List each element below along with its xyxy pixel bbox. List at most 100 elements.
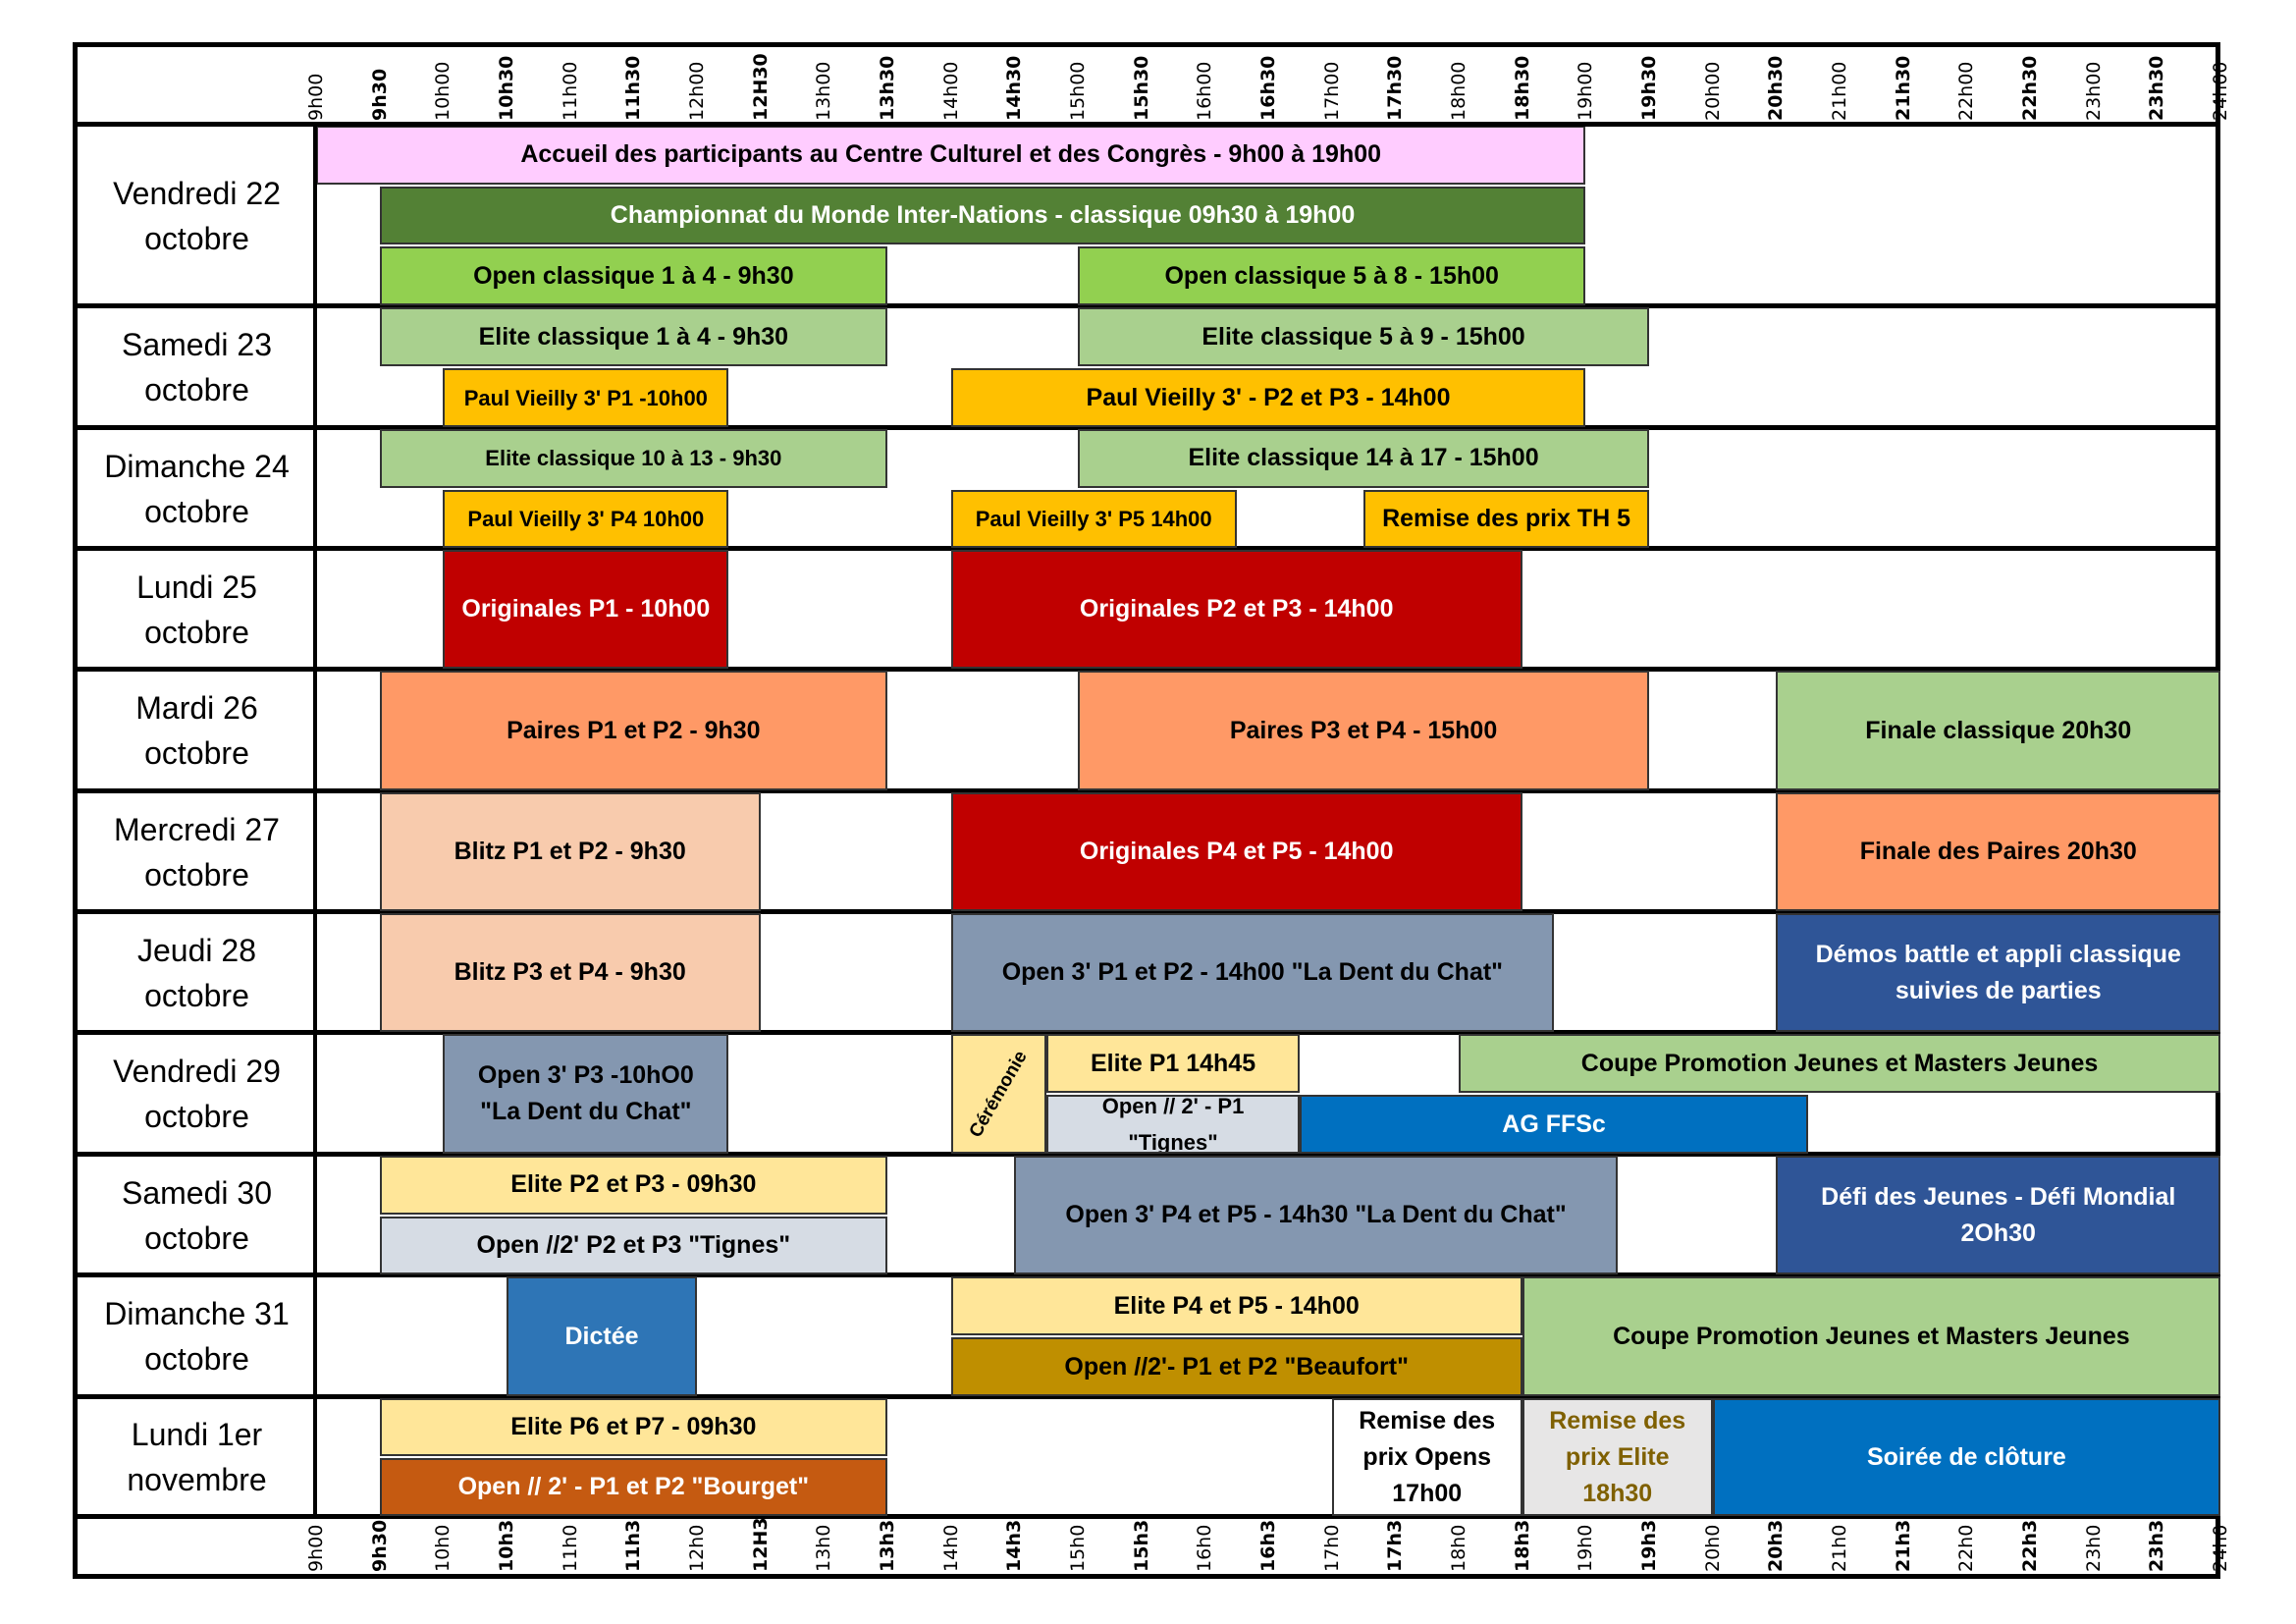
row-divider bbox=[78, 1030, 2216, 1035]
time-tick: 17h0 bbox=[1317, 1517, 1347, 1572]
time-tick: 20h00 bbox=[1698, 38, 1728, 121]
row-divider bbox=[78, 788, 2216, 793]
time-tick-label: 23h30 bbox=[2146, 55, 2168, 121]
time-tick-label: 11h30 bbox=[622, 55, 645, 121]
event-block[interactable]: Paul Vieilly 3' - P2 et P3 - 14h00 bbox=[950, 368, 1586, 427]
event-block[interactable]: Paul Vieilly 3' P5 14h00 bbox=[950, 489, 1237, 548]
event-block[interactable]: Démos battle et appli classique suivies … bbox=[1776, 913, 2221, 1032]
event-block[interactable]: Remise des prix TH 5 bbox=[1363, 489, 1650, 548]
event-block[interactable]: Open classique 1 à 4 - 9h30 bbox=[379, 246, 888, 305]
event-block[interactable]: Open // 2' - P1 et P2 "Bourget" bbox=[379, 1458, 888, 1516]
event-block[interactable]: Elite classique 14 à 17 - 15h00 bbox=[1078, 429, 1650, 488]
event-block[interactable]: Paires P1 et P2 - 9h30 bbox=[379, 671, 888, 790]
time-tick-label: 19h00 bbox=[1575, 61, 1597, 121]
time-tick: 18h3 bbox=[1508, 1517, 1537, 1572]
time-tick: 23h30 bbox=[2142, 38, 2171, 121]
event-block[interactable]: Elite classique 1 à 4 - 9h30 bbox=[379, 307, 888, 366]
time-tick-label: 13h30 bbox=[877, 55, 899, 121]
event-label: Open classique 5 à 8 - 15h00 bbox=[1164, 261, 1499, 290]
time-tick-label: 14h00 bbox=[939, 61, 962, 121]
event-block[interactable]: Paul Vieilly 3' P1 -10h00 bbox=[443, 368, 729, 427]
event-label: Open //2'- P1 et P2 "Beaufort" bbox=[1064, 1352, 1409, 1380]
event-label: Paul Vieilly 3' P1 -10h00 bbox=[463, 385, 708, 410]
event-block[interactable]: Open classique 5 à 8 - 15h00 bbox=[1078, 246, 1586, 305]
event-label: Elite P1 14h45 bbox=[1090, 1049, 1256, 1077]
event-block[interactable]: Originales P4 et P5 - 14h00 bbox=[950, 792, 1522, 911]
day-label: Mardi 26 octobre bbox=[135, 690, 258, 771]
time-tick: 19h3 bbox=[1634, 1517, 1664, 1572]
event-block[interactable]: Originales P2 et P3 - 14h00 bbox=[950, 550, 1522, 669]
row-divider bbox=[78, 667, 2216, 672]
event-block[interactable]: Elite P6 et P7 - 09h30 bbox=[379, 1398, 888, 1456]
time-tick-label: 22h30 bbox=[2019, 55, 2042, 121]
event-block[interactable]: Open // 2' - P1 "Tignes" bbox=[1045, 1095, 1301, 1154]
event-block[interactable]: Remise des prix Opens 17h00 bbox=[1331, 1398, 1522, 1516]
time-tick: 19h00 bbox=[1571, 38, 1600, 121]
event-block[interactable]: Coupe Promotion Jeunes et Masters Jeunes bbox=[1522, 1276, 2221, 1396]
event-label: Originales P2 et P3 - 14h00 bbox=[1079, 595, 1394, 623]
event-block[interactable]: Défi des Jeunes - Défi Mondial 2Oh30 bbox=[1776, 1156, 2221, 1274]
row-divider bbox=[78, 1394, 2216, 1399]
event-label: Elite classique 1 à 4 - 9h30 bbox=[478, 322, 789, 351]
time-tick-label: 9h30 bbox=[368, 1519, 391, 1572]
time-tick: 13h3 bbox=[873, 1517, 902, 1572]
time-tick-label: 20h3 bbox=[1765, 1519, 1788, 1572]
event-block[interactable]: Blitz P3 et P4 - 9h30 bbox=[379, 913, 761, 1032]
time-tick-label: 21h30 bbox=[1892, 55, 1914, 121]
time-tick: 21h00 bbox=[1825, 38, 1854, 121]
event-label: Coupe Promotion Jeunes et Masters Jeunes bbox=[1580, 1049, 2099, 1077]
event-label: Paires P3 et P4 - 15h00 bbox=[1229, 716, 1498, 744]
time-tick-label: 20h0 bbox=[1701, 1524, 1724, 1572]
event-block[interactable]: Championnat du Monde Inter-Nations - cla… bbox=[379, 186, 1586, 245]
event-label: Remise des prix TH 5 bbox=[1382, 504, 1630, 532]
event-label: Elite classique 14 à 17 - 15h00 bbox=[1188, 444, 1539, 472]
time-tick: 21h30 bbox=[1889, 38, 1918, 121]
event-block[interactable]: Open //2' P2 et P3 "Tignes" bbox=[379, 1216, 888, 1274]
time-tick-label: 14h30 bbox=[1003, 55, 1026, 121]
day-label: Lundi 1er novembre bbox=[127, 1417, 267, 1497]
event-label: Championnat du Monde Inter-Nations - cla… bbox=[610, 200, 1356, 229]
event-block[interactable]: Coupe Promotion Jeunes et Masters Jeunes bbox=[1459, 1034, 2221, 1093]
event-block[interactable]: Soirée de clôture bbox=[1712, 1398, 2221, 1516]
time-tick: 18h30 bbox=[1508, 38, 1537, 121]
header-divider bbox=[78, 122, 2216, 127]
event-block[interactable]: Elite classique 10 à 13 - 9h30 bbox=[379, 429, 888, 488]
day-label: Mercredi 27 octobre bbox=[114, 811, 280, 893]
event-block[interactable]: Accueil des participants au Centre Cultu… bbox=[316, 126, 1586, 185]
event-block[interactable]: Dictée bbox=[507, 1276, 697, 1396]
time-tick: 14h3 bbox=[999, 1517, 1029, 1572]
event-label: Open classique 1 à 4 - 9h30 bbox=[473, 261, 794, 290]
event-block[interactable]: Elite P1 14h45 bbox=[1045, 1034, 1301, 1093]
time-tick-label: 17h0 bbox=[1320, 1524, 1343, 1572]
time-tick: 23h3 bbox=[2142, 1517, 2171, 1572]
event-block[interactable]: Remise des prix Elite 18h30 bbox=[1522, 1398, 1713, 1516]
event-block[interactable]: Cérémonie bbox=[950, 1034, 1046, 1154]
event-block[interactable]: Paires P3 et P4 - 15h00 bbox=[1078, 671, 1650, 790]
event-block[interactable]: Finale des Paires 20h30 bbox=[1776, 792, 2221, 911]
time-tick: 24h0 bbox=[2206, 1517, 2235, 1572]
time-tick: 18h0 bbox=[1444, 1517, 1473, 1572]
event-block[interactable]: AG FFSc bbox=[1300, 1095, 1808, 1154]
time-tick-label: 15h00 bbox=[1067, 61, 1090, 121]
time-tick: 21h3 bbox=[1889, 1517, 1918, 1572]
event-block[interactable]: Elite classique 5 à 9 - 15h00 bbox=[1078, 307, 1650, 366]
row-divider bbox=[78, 425, 2216, 430]
event-label: Remise des prix Opens 17h00 bbox=[1359, 1406, 1496, 1507]
event-block[interactable]: Open 3' P3 -10hO0 "La Dent du Chat" bbox=[443, 1034, 729, 1154]
event-block[interactable]: Open //2'- P1 et P2 "Beaufort" bbox=[950, 1337, 1522, 1396]
event-block[interactable]: Paul Vieilly 3' P4 10h00 bbox=[443, 489, 729, 548]
event-label: Finale des Paires 20h30 bbox=[1859, 838, 2137, 865]
day-label: Dimanche 31 octobre bbox=[104, 1296, 290, 1377]
event-block[interactable]: Originales P1 - 10h00 bbox=[443, 550, 729, 669]
time-tick-label: 9h00 bbox=[305, 1524, 327, 1572]
time-tick-label: 14h0 bbox=[939, 1524, 962, 1572]
event-block[interactable]: Elite P2 et P3 - 09h30 bbox=[379, 1156, 888, 1215]
event-block[interactable]: Elite P4 et P5 - 14h00 bbox=[950, 1276, 1522, 1335]
time-tick-label: 12h0 bbox=[686, 1524, 709, 1572]
time-tick-label: 18h00 bbox=[1448, 61, 1470, 121]
event-block[interactable]: Blitz P1 et P2 - 9h30 bbox=[379, 792, 761, 911]
event-block[interactable]: Open 3' P1 et P2 - 14h00 "La Dent du Cha… bbox=[950, 913, 1555, 1032]
event-block[interactable]: Finale classique 20h30 bbox=[1776, 671, 2221, 790]
event-block[interactable]: Open 3' P4 et P5 - 14h30 "La Dent du Cha… bbox=[1014, 1156, 1618, 1274]
event-label: Elite P2 et P3 - 09h30 bbox=[510, 1170, 757, 1199]
